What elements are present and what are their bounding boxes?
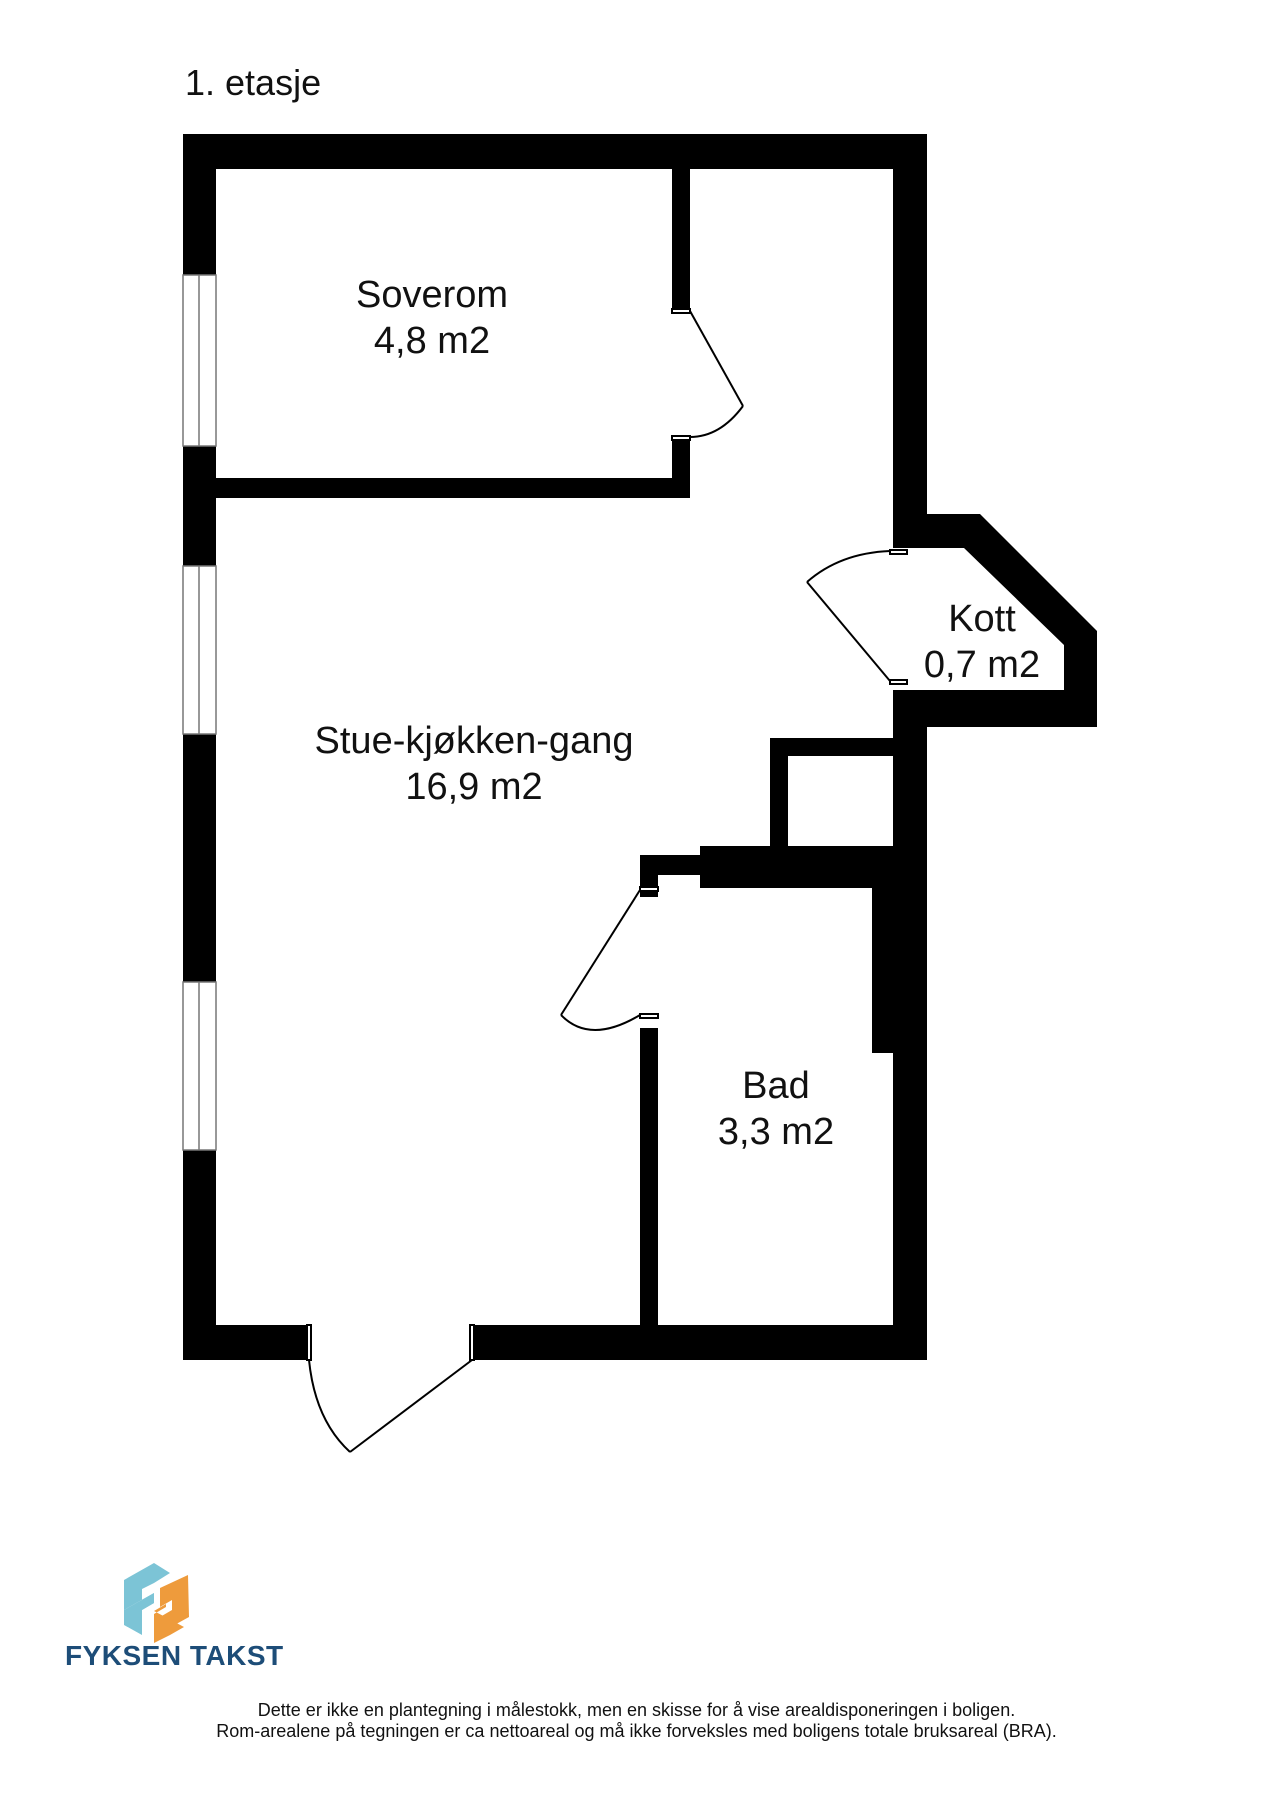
windows xyxy=(182,274,217,1151)
disclaimer-line-2: Rom-arealene på tegningen er ca nettoare… xyxy=(216,1721,1057,1741)
disclaimer: Dette er ikke en plantegning i målestokk… xyxy=(0,1700,1273,1742)
room-area: 16,9 m2 xyxy=(405,766,543,808)
disclaimer-line-1: Dette er ikke en plantegning i målestokk… xyxy=(257,1700,1016,1720)
room-label-soverom: Soverom 4,8 m2 xyxy=(356,272,508,364)
room-area: 3,3 m2 xyxy=(717,1111,835,1153)
room-name: Bad xyxy=(742,1065,810,1107)
room-name: Soverom xyxy=(355,274,509,316)
room-label-bad: Bad 3,3 m2 xyxy=(718,1063,834,1155)
room-name: Stue-kjøkken-gang xyxy=(314,720,634,762)
room-area: 4,8 m2 xyxy=(373,320,491,362)
floor-title: 1. etasje xyxy=(185,62,322,103)
room-label-kott: Kott 0,7 m2 xyxy=(924,596,1040,688)
brand-name: FYKSEN TAKST xyxy=(65,1640,284,1671)
door-bad xyxy=(560,886,659,1031)
walls xyxy=(183,134,1097,1360)
brand-logo-icon xyxy=(124,1563,189,1643)
door-soverom xyxy=(671,308,744,441)
room-label-stue: Stue-kjøkken-gang 16,9 m2 xyxy=(315,718,634,810)
room-area: 0,7 m2 xyxy=(923,644,1041,686)
door-entry xyxy=(306,1324,475,1453)
door-kott xyxy=(806,549,908,685)
room-name: Kott xyxy=(948,598,1016,640)
doors xyxy=(306,308,908,1453)
